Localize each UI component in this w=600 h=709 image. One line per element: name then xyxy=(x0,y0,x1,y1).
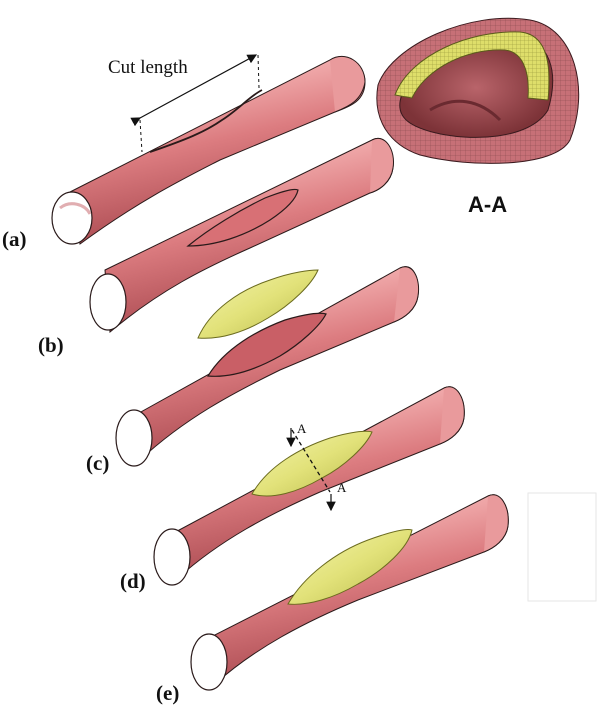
section-marker-top: A xyxy=(297,421,307,436)
panel-label-e: (e) xyxy=(156,681,179,705)
section-aa-inset: A-A xyxy=(376,17,580,217)
section-aa-title: A-A xyxy=(468,192,507,217)
panel-e-vessel xyxy=(190,494,509,691)
section-marker: A A xyxy=(286,421,347,512)
panel-b-vessel xyxy=(89,137,394,334)
panel-label-a: (a) xyxy=(2,227,27,251)
panel-e-plaque xyxy=(287,529,413,605)
panel-d-plaque xyxy=(251,430,373,497)
panel-a-vessel xyxy=(51,55,366,245)
panel-d-vessel xyxy=(153,386,465,586)
panel-c-plaque xyxy=(197,269,319,339)
panel-label-d: (d) xyxy=(120,569,146,593)
cut-length-dimension: Cut length xyxy=(108,54,260,153)
panel-label-b: (b) xyxy=(38,333,64,357)
panel-c-vessel xyxy=(115,266,420,467)
section-marker-bottom: A xyxy=(337,480,347,495)
panel-label-c: (c) xyxy=(86,451,109,475)
cut-length-label: Cut length xyxy=(108,57,188,78)
panel-b-cut-outline xyxy=(186,188,299,247)
blank-frame xyxy=(527,492,597,602)
